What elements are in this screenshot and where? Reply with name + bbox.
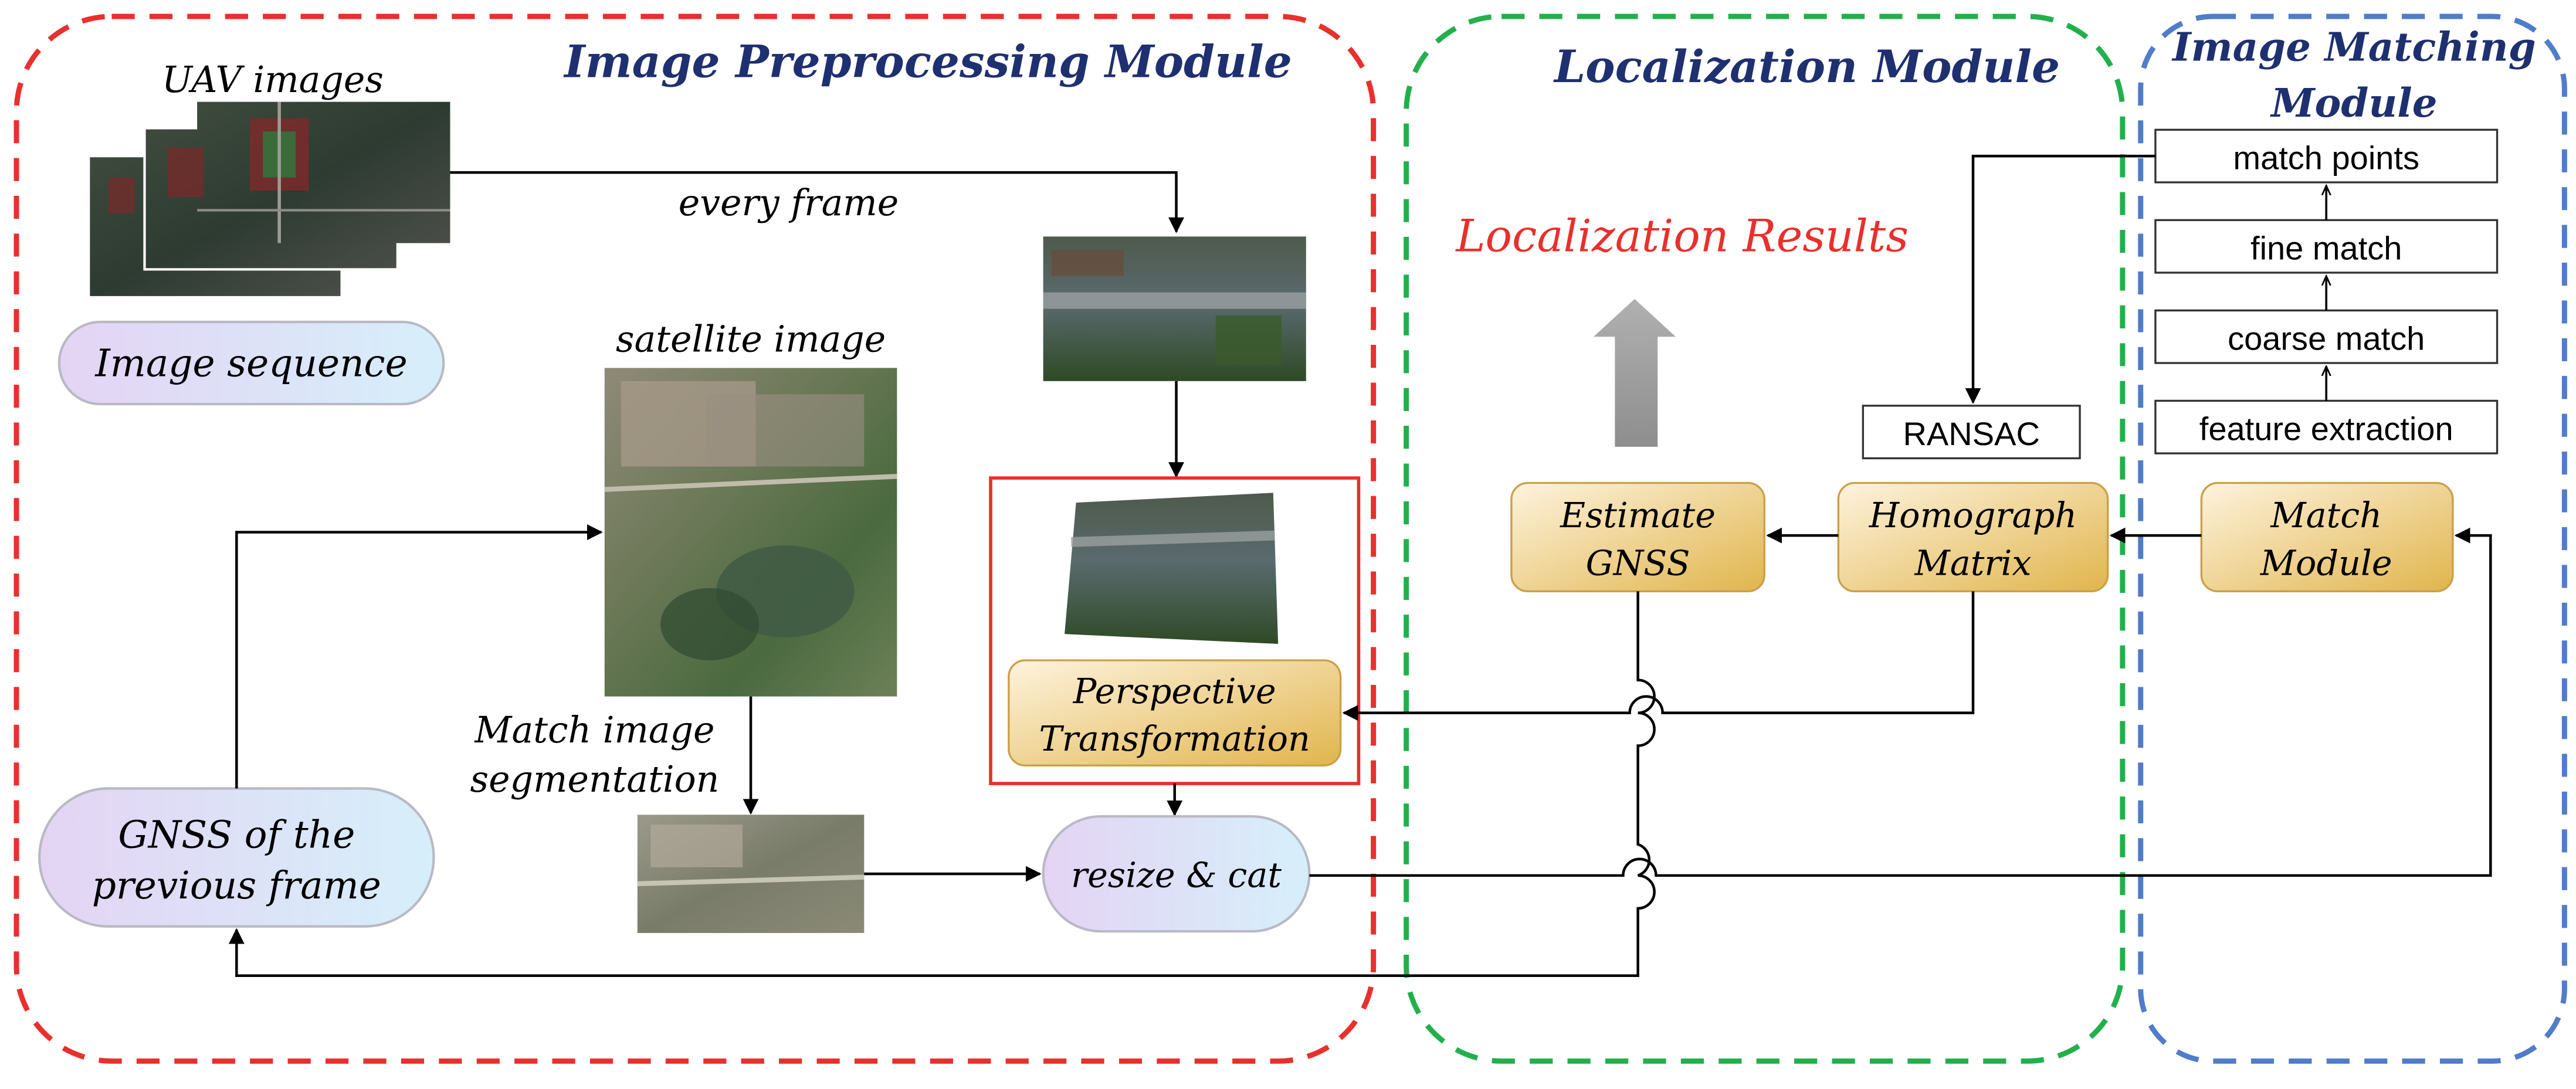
coarse-match-label: coarse match [2228,320,2425,357]
uav-image-stack [87,101,450,299]
ransac-label: RANSAC [1903,415,2039,452]
estimate-label-line1: Estimate [1560,495,1716,535]
perspective-label-line1: Perspective [1073,671,1276,711]
fine-match-box [2154,219,2499,274]
estimate-to-gnss-feedback-arrow [228,591,1656,978]
results-up-arrow [1593,298,1676,447]
match-points-box [2154,128,2499,184]
resize-cat-node [1042,815,1311,933]
estimate-label-line2: GNSS [1586,542,1690,583]
every-frame-label: every frame [679,182,899,224]
localization-module-title: Localization Module [1553,40,2060,93]
warped-frame-image [1065,493,1279,644]
points-to-ransac-arrow [1965,154,2155,404]
gnss-previous-label-line1: GNSS of the [118,813,355,857]
fine-match-label: fine match [2250,230,2402,267]
matching-module-title-line2: Module [2270,80,2437,126]
match-module-node [2200,481,2454,593]
image-sequence-label: Image sequence [94,341,407,385]
gnss-previous-label-line2: previous frame [92,864,381,908]
matching-module-border [2138,13,2567,1064]
gnss-previous-node [38,787,435,928]
ransac-box [1862,405,2081,460]
perspective-label-line2: Transformation [1039,718,1310,759]
uav-images-label: UAV images [162,59,384,101]
match-seg-label-line2: segmentation [470,758,720,800]
every-frame-arrow [450,171,1184,233]
match-label-line2: Module [2260,542,2392,583]
match-label-line1: Match [2270,495,2382,535]
satellite-image-label: satellite image [616,318,886,360]
homograph-label-line2: Matrix [1914,542,2031,583]
perspective-transformation-node [1008,659,1342,766]
satellite-image [604,368,897,697]
resize-cat-label: resize & cat [1071,855,1282,895]
match-seg-label-line1: Match image [474,709,714,751]
preprocessing-module-title: Image Preprocessing Module [563,36,1292,88]
coarse-match-box [2154,309,2499,364]
match-points-label: match points [2233,140,2419,177]
gnss-to-satellite-arrow [235,524,603,789]
image-sequence-node [57,320,445,406]
feature-extraction-label: feature extraction [2199,411,2453,447]
feature-extraction-box [2154,399,2499,454]
homograph-label-line1: Homograph [1869,495,2077,535]
preprocessing-module-border [13,13,1377,1064]
localization-results-label: Localization Results [1455,211,1909,262]
homograph-to-perspective-arrow [1342,591,1975,721]
resize-to-match-arrow [1309,527,2492,877]
cropped-satellite-image [637,815,865,933]
current-frame-image [1043,236,1306,381]
matching-module-title-line1: Image Matching [2171,24,2536,70]
